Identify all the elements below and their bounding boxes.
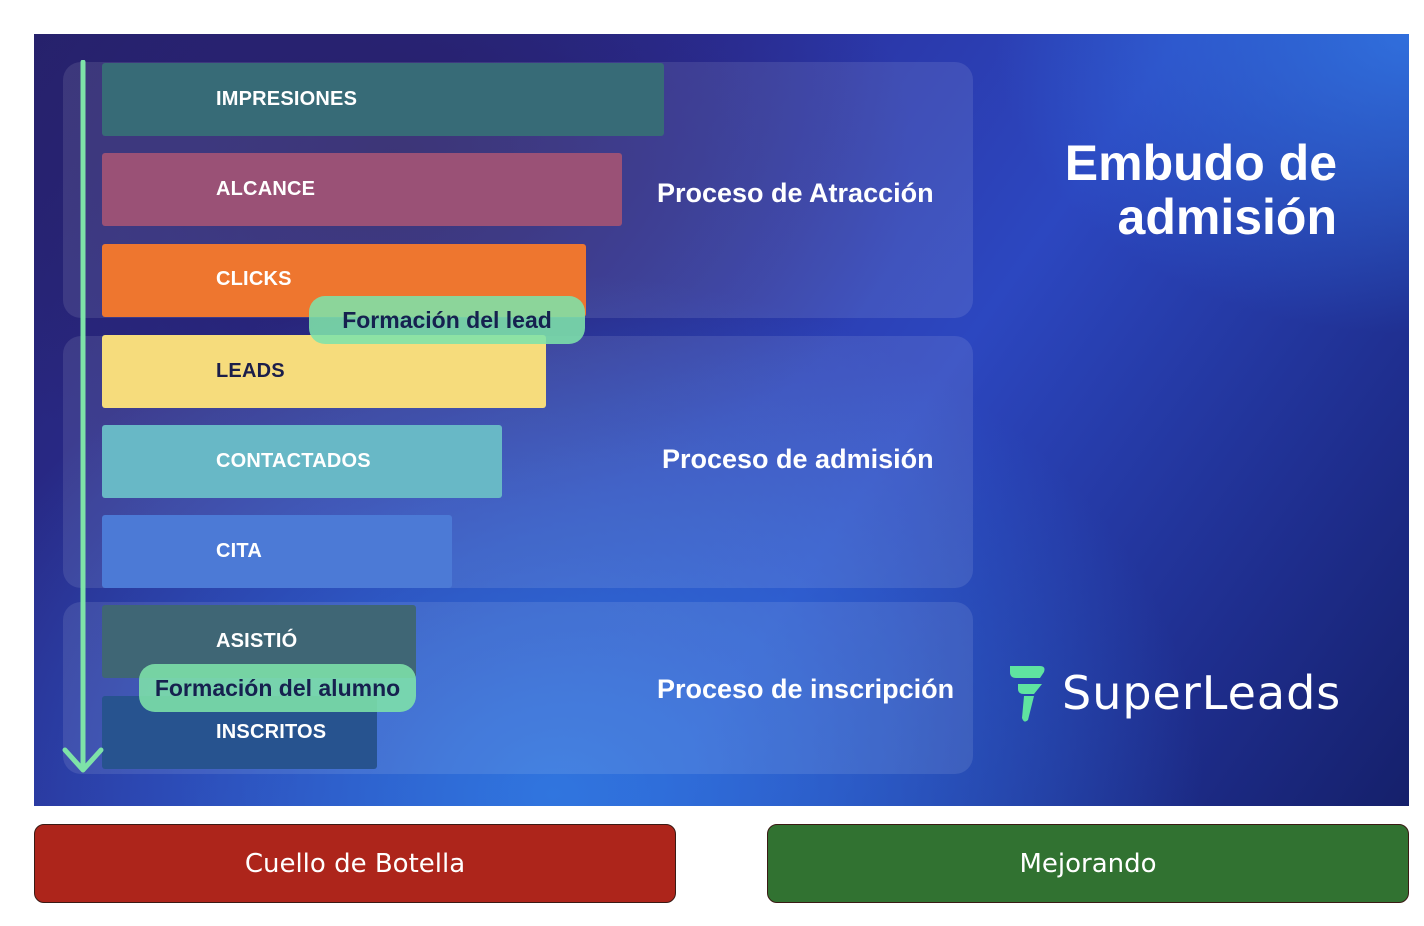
- bottleneck-button[interactable]: Cuello de Botella: [34, 824, 676, 903]
- funnel-bar-leads: LEADS: [102, 335, 546, 408]
- funnel-bar-contactados: CONTACTADOS: [102, 425, 502, 498]
- funnel-bar-label: IMPRESIONES: [216, 88, 358, 110]
- funnel-bar-label: CITA: [216, 540, 262, 562]
- funnel-bar-label: CONTACTADOS: [216, 450, 371, 472]
- diagram-title-line1: Embudo de: [1064, 135, 1337, 191]
- funnel-bar-label: ASISTIÓ: [216, 630, 298, 652]
- diagram-title: Embudo de admisión: [1065, 136, 1337, 244]
- funnel-diagram: Proceso de Atracción Proceso de admisión…: [34, 34, 1409, 806]
- funnel-bar-cita: CITA: [102, 515, 452, 588]
- improving-button[interactable]: Mejorando: [767, 824, 1409, 903]
- superleads-logo-text: SuperLeads: [1062, 666, 1342, 720]
- stage-label-inscripcion: Proceso de inscripción: [657, 674, 955, 704]
- funnel-bar-label: INSCRITOS: [216, 721, 327, 743]
- funnel-bar-impresiones: IMPRESIONES: [102, 63, 664, 136]
- flow-arrow-icon: [62, 60, 104, 773]
- funnel-bar-alcance: ALCANCE: [102, 153, 622, 226]
- superleads-logo: SuperLeads: [1004, 662, 1341, 724]
- milestone-formacion-alumno: Formación del alumno: [139, 664, 416, 712]
- stage-label-atraccion: Proceso de Atracción: [657, 178, 934, 208]
- funnel-bar-label: LEADS: [216, 360, 285, 382]
- diagram-title-line2: admisión: [1117, 189, 1337, 245]
- stage-label-admision: Proceso de admisión: [662, 444, 934, 474]
- milestone-formacion-lead: Formación del lead: [309, 296, 585, 344]
- funnel-bar-label: ALCANCE: [216, 178, 316, 200]
- superleads-logo-icon: [1010, 666, 1045, 722]
- funnel-bar-label: CLICKS: [216, 268, 292, 290]
